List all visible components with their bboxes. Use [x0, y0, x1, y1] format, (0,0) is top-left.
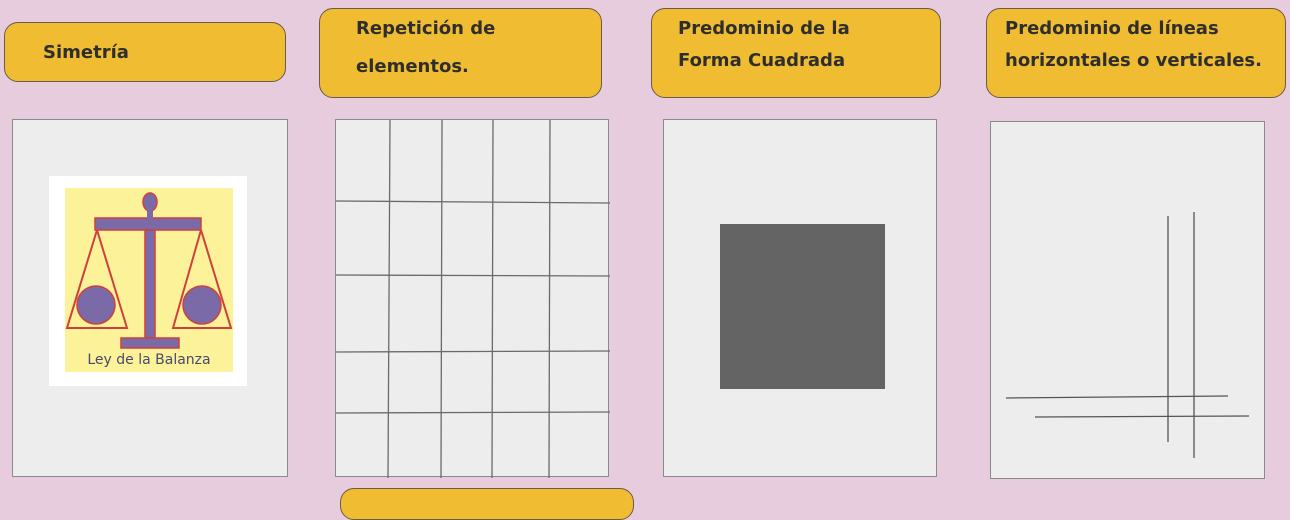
label-forma-cuadrada-line-1: Predominio de la: [678, 18, 850, 39]
label-repeticion-line-1: Repetición de: [356, 18, 496, 39]
label-simetria: Simetría: [4, 22, 286, 82]
square-shape: [720, 224, 885, 389]
crossing-lines-figure: [1005, 212, 1250, 458]
panel-lineas: [990, 121, 1265, 479]
label-forma-cuadrada-line-2: Forma Cuadrada: [678, 50, 846, 71]
grid-lines-figure: [336, 120, 610, 478]
label-lineas-line-1: Predominio de líneas: [1005, 18, 1219, 39]
label-forma-cuadrada: Predominio de la Forma Cuadrada: [651, 8, 941, 98]
balance-scale-card: Ley de la Balanza: [49, 176, 247, 386]
panel-forma-cuadrada: [663, 119, 937, 477]
bottom-label-partial: [340, 488, 634, 520]
panel-simetria: Ley de la Balanza: [12, 119, 288, 477]
label-lineas: Predominio de líneas horizontales o vert…: [986, 8, 1286, 98]
panel-repeticion: [335, 119, 610, 478]
balance-scale-caption: Ley de la Balanza: [87, 352, 211, 368]
label-lineas-line-2: horizontales o verticales.: [1005, 50, 1262, 71]
balance-scale-icon: [65, 188, 233, 372]
label-repeticion-line-2: elementos.: [356, 56, 469, 77]
label-simetria-text: Simetría: [43, 42, 129, 63]
label-repeticion: Repetición de elementos.: [319, 8, 602, 98]
